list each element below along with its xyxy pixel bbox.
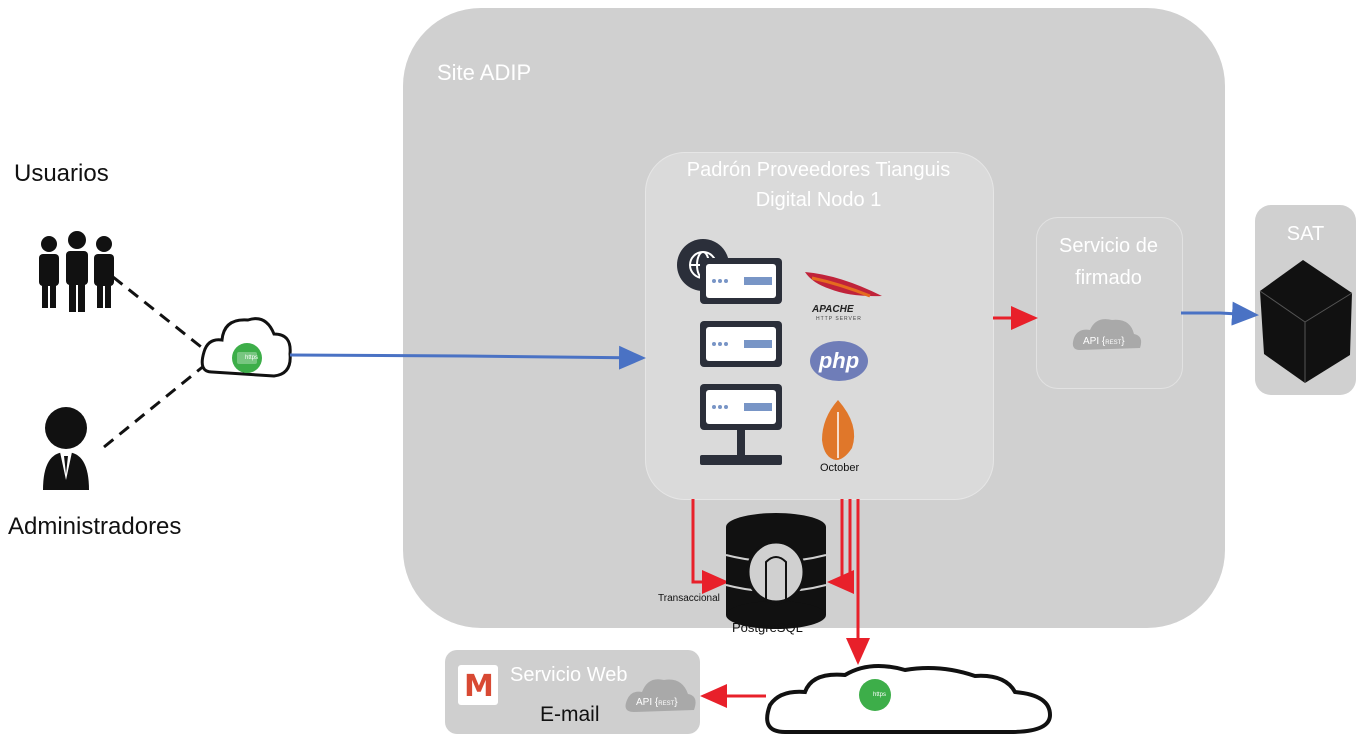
- https-cloud-icon: [200, 317, 292, 378]
- https-label-bottom: https: [873, 692, 887, 698]
- october-label: October: [820, 462, 860, 474]
- mail-service-title: Servicio Web: [510, 664, 628, 686]
- apache-sub-label: HTTP SERVER: [816, 316, 862, 322]
- api-rest-mail-icon: [625, 679, 696, 712]
- transaccional-label: Transaccional: [658, 593, 720, 604]
- mail-email-label: E-mail: [540, 703, 600, 726]
- firmado-line1: Servicio de: [1059, 235, 1158, 257]
- usuarios-label: Usuarios: [14, 160, 109, 187]
- rest-text: REST: [1105, 340, 1122, 346]
- api-text-mail: API: [636, 697, 653, 708]
- firmado-title: Servicio de firmado: [1036, 230, 1181, 294]
- mail-m-logo: M: [458, 665, 498, 705]
- october-logo: [822, 400, 855, 460]
- sat-title: SAT: [1286, 223, 1325, 245]
- apache-feather-icon: [805, 272, 882, 298]
- api-text: API: [1083, 336, 1100, 347]
- mail-api-label: API {REST}: [636, 697, 678, 708]
- users-icon: [39, 231, 114, 312]
- postgresql-label: PostgreSQL: [732, 620, 803, 635]
- apache-label: APACHE: [812, 304, 854, 315]
- api-rest-icon: [1072, 319, 1142, 350]
- postgresql-icon: [725, 513, 827, 629]
- node-title-line2: Digital Nodo 1: [755, 189, 882, 211]
- mail-m-letter: M: [464, 669, 494, 704]
- php-logo: php: [810, 341, 868, 381]
- sat-cube-icon: [1259, 260, 1353, 383]
- rest-text-mail: REST: [658, 701, 675, 707]
- firmado-line2: firmado: [1075, 267, 1142, 289]
- firmado-api-label: API {REST}: [1083, 336, 1125, 347]
- https-label-left: https: [245, 355, 259, 361]
- firmado-container: [1036, 217, 1183, 389]
- server-icon: [700, 258, 782, 465]
- site-adip-title: Site ADIP: [437, 60, 532, 85]
- administradores-label: Administradores: [8, 513, 182, 540]
- admin-icon: [43, 407, 89, 490]
- node-title: Padrón Proveedores Tianguis Digital Nodo…: [645, 155, 992, 215]
- https-cloud-bottom-icon: [765, 664, 1053, 734]
- node-title-line1: Padrón Proveedores Tianguis: [686, 159, 951, 181]
